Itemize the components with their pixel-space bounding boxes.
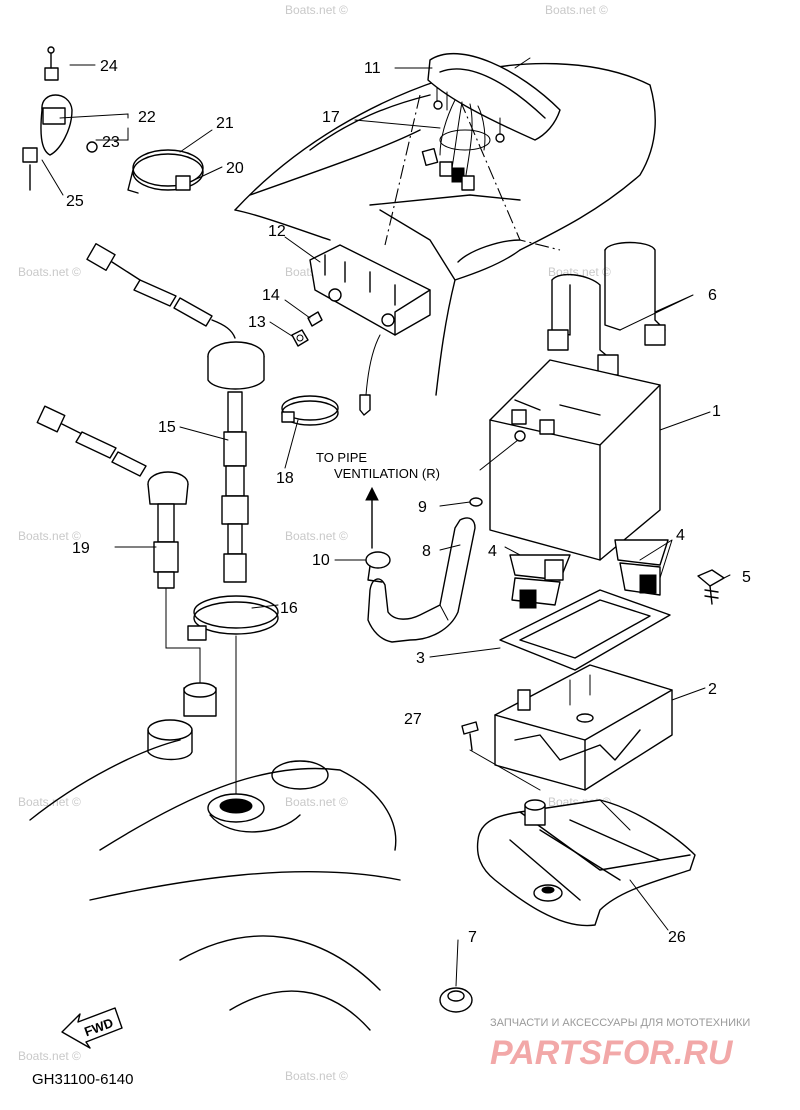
- part-18-clamp: [281, 395, 339, 426]
- deck-lower: [29, 682, 401, 1031]
- part-16-clamp: [187, 595, 279, 796]
- leader-lines: [41, 64, 731, 987]
- callout-3: 3: [416, 650, 425, 667]
- callout-18: 18: [276, 470, 294, 487]
- callout-8: 8: [422, 543, 431, 560]
- watermark-6: Boats.net ©: [18, 529, 81, 543]
- part-17-harness: [421, 99, 491, 191]
- watermark-7: Boats.net ©: [285, 529, 348, 543]
- part-7-grommet: [439, 987, 473, 1013]
- part-8-9-hose: [367, 439, 519, 643]
- callout-24: 24: [100, 58, 118, 75]
- part-3-gasket: [499, 589, 671, 671]
- watermark-10: Boats.net ©: [285, 795, 348, 809]
- callout-13: 13: [248, 314, 266, 331]
- part-2-box: [494, 664, 673, 791]
- part-12-bracket: [309, 244, 431, 336]
- vent-arrow: [365, 486, 379, 549]
- watermark-3: Boats.net ©: [18, 265, 81, 279]
- watermark-9: Boats.net ©: [18, 795, 81, 809]
- callout-5: 5: [742, 569, 751, 586]
- part-26-tray: [476, 799, 696, 927]
- callout-7: 7: [468, 929, 477, 946]
- part-6-straps: [547, 241, 666, 376]
- callout-6: 6: [708, 287, 717, 304]
- callout-21: 21: [216, 115, 234, 132]
- part-1-battery: [489, 359, 661, 561]
- callout-11: 11: [364, 60, 381, 77]
- part-13-14-screws: [291, 311, 323, 347]
- part-22-25-holder: [22, 46, 98, 191]
- fwd-arrow: FWD: [61, 1007, 123, 1049]
- callout-4b: 4: [676, 527, 685, 544]
- watermark-5: Boats.net ©: [548, 265, 611, 279]
- callouts: 1 2 3 4 4 5 6 7 8 9 10 11 12 13 14 15 16…: [66, 58, 751, 946]
- part-15-sensor: [86, 243, 265, 583]
- callout-17: 17: [322, 109, 340, 126]
- callout-2: 2: [708, 681, 717, 698]
- callout-23: 23: [102, 134, 120, 151]
- part-19-sensor: [36, 405, 201, 691]
- watermarks: Boats.net © Boats.net © Boats.net © Boat…: [18, 3, 611, 1083]
- callout-1: 1: [712, 403, 721, 420]
- callout-20: 20: [226, 160, 244, 177]
- bracket-connector: [359, 334, 381, 416]
- footer-brand: PARTSFOR.RU: [490, 1034, 734, 1072]
- callout-9: 9: [418, 499, 427, 516]
- part-27-screw: [461, 721, 541, 791]
- watermark-13: Boats.net ©: [285, 1069, 348, 1083]
- callout-10: 10: [312, 552, 330, 569]
- callout-19: 19: [72, 540, 90, 557]
- callout-14: 14: [262, 287, 280, 304]
- callout-4a: 4: [488, 543, 497, 560]
- part-20-21-band: [127, 149, 204, 194]
- watermark-1: Boats.net ©: [285, 3, 348, 17]
- callout-16: 16: [280, 600, 298, 617]
- part-10-clip: [365, 551, 391, 583]
- watermark-2: Boats.net ©: [545, 3, 608, 17]
- diagram-code: GH31100-6140: [32, 1071, 133, 1088]
- hull-outline: [234, 57, 656, 396]
- part-11-meter: [427, 52, 561, 143]
- note-line-1: TO PIPE: [316, 450, 367, 465]
- callout-22: 22: [138, 109, 156, 126]
- callout-12: 12: [268, 223, 286, 240]
- callout-15: 15: [158, 419, 176, 436]
- callout-26: 26: [668, 929, 686, 946]
- note-line-2: VENTILATION (R): [334, 466, 440, 481]
- part-4-pads: [509, 539, 669, 609]
- watermark-12: Boats.net ©: [18, 1049, 81, 1063]
- part-5-bolt: [697, 569, 725, 605]
- callout-25: 25: [66, 193, 84, 210]
- callout-27: 27: [404, 711, 422, 728]
- footer-tagline: ЗАПЧАСТИ И АКСЕССУАРЫ ДЛЯ МОТОТЕХНИКИ: [490, 1017, 750, 1029]
